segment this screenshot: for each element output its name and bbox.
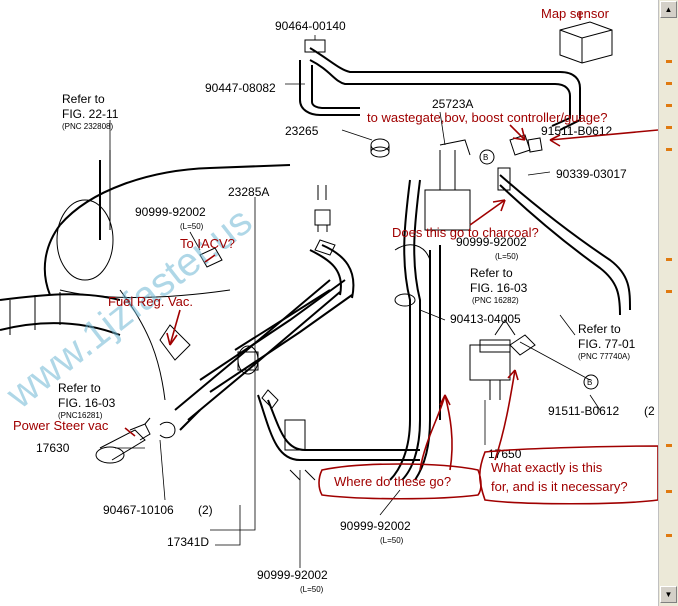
- ref3-refer: Refer to: [578, 322, 621, 336]
- note-fuel-reg: Fuel Reg. Vac.: [108, 294, 193, 309]
- scroll-marker: [666, 148, 672, 151]
- pipe-assembly: [159, 244, 355, 431]
- part-23265: 23265: [285, 124, 319, 138]
- part-25723: 25723A: [432, 97, 473, 111]
- scroll-down-arrow-icon[interactable]: ▼: [660, 586, 677, 603]
- refer-labels: Refer to FIG. 22-11 (PNC 232808) Refer t…: [58, 92, 636, 420]
- part-90999-b: 90999-92002: [456, 235, 527, 249]
- vsv-assembly: [469, 319, 536, 400]
- ref4-fig: FIG. 16-03: [58, 396, 116, 410]
- note-map-sensor: Map sensor: [541, 6, 610, 21]
- scroll-marker: [666, 126, 672, 129]
- leader-lines: [109, 35, 601, 568]
- bolt-symbol-top: B: [483, 153, 488, 162]
- note-power-steer: Power Steer vac: [13, 418, 109, 433]
- map-sensor-box: [559, 21, 613, 64]
- scroll-marker: [666, 104, 672, 107]
- note-what-line1: What exactly is this: [491, 460, 603, 475]
- annotation-marks: [124, 12, 659, 505]
- part-91511-bottom: 91511-B0612: [548, 404, 620, 418]
- note-wastegate: to wastegate,bov, boost controller/guage…: [367, 110, 607, 125]
- scroll-marker: [666, 258, 672, 261]
- note-iacv: To IACV?: [180, 236, 235, 251]
- part-90999-d-length: (L=50): [300, 585, 324, 594]
- lower-hoses: [257, 389, 420, 481]
- right-hoses: [389, 139, 471, 481]
- part-90413: 90413-04005: [450, 312, 521, 326]
- note-charcoal: Does this go to charcoal?: [392, 225, 539, 240]
- ref3-pnc: (PNC 77740A): [578, 352, 630, 361]
- ref2-fig: FIG. 16-03: [470, 281, 528, 295]
- part-23285: 23285A: [228, 185, 269, 199]
- part-90999-c: 90999-92002: [340, 519, 411, 533]
- part-17341: 17341D: [167, 535, 209, 549]
- part-90339: 90339-03017: [556, 167, 627, 181]
- part-90999-d: 90999-92002: [257, 568, 328, 582]
- scroll-up-arrow-icon[interactable]: ▲: [660, 1, 677, 18]
- part-labels: 90464-00140 90447-08082 25723A 91511-B06…: [36, 19, 655, 594]
- ref1-fig: FIG. 22-11: [62, 107, 119, 121]
- annotation-texts: Map sensor to wastegate,bov, boost contr…: [13, 6, 628, 494]
- engine-outline: [0, 150, 291, 401]
- bolt-symbols: B B: [479, 149, 599, 390]
- scroll-marker: [666, 490, 672, 493]
- ref4-pnc: (PNC16281): [58, 411, 103, 420]
- part-90999-a-length: (L=50): [180, 222, 204, 231]
- part-90999-b-length: (L=50): [495, 252, 519, 261]
- ref2-pnc: (PNC 16282): [472, 296, 519, 305]
- part-17630: 17630: [36, 441, 70, 455]
- scroll-marker: [666, 444, 672, 447]
- part-90464: 90464-00140: [275, 19, 346, 33]
- note-where: Where do these go?: [334, 474, 451, 489]
- fitting-23265: [370, 138, 390, 158]
- part-90467: 90467-10106: [103, 503, 174, 517]
- part-90467-qty: (2): [198, 503, 213, 517]
- note-what-line2: for, and is it necessary?: [491, 479, 628, 494]
- right-long-hose: [497, 167, 631, 316]
- scroll-marker: [666, 534, 672, 537]
- bolt-symbol-bottom: B: [587, 378, 592, 387]
- ref2-refer: Refer to: [470, 266, 513, 280]
- scroll-marker: [666, 82, 672, 85]
- sensor-17630: [95, 417, 176, 464]
- clips: [199, 134, 543, 268]
- part-90999-c-length: (L=50): [380, 536, 404, 545]
- ref1-refer: Refer to: [62, 92, 105, 106]
- part-91511-top: 91511-B0612: [541, 124, 613, 138]
- scroll-marker: [666, 60, 672, 63]
- vertical-scrollbar[interactable]: ▲ ▼: [658, 0, 678, 606]
- part-90447: 90447-08082: [205, 81, 276, 95]
- part-91511-bottom-qty: (2: [644, 404, 655, 418]
- map-sensor-line: [299, 39, 581, 131]
- ref3-fig: FIG. 77-01: [578, 337, 636, 351]
- ref4-refer: Refer to: [58, 381, 101, 395]
- ref1-pnc: (PNC 232808): [62, 122, 113, 131]
- scroll-marker: [666, 290, 672, 293]
- part-90999-a: 90999-92002: [135, 205, 206, 219]
